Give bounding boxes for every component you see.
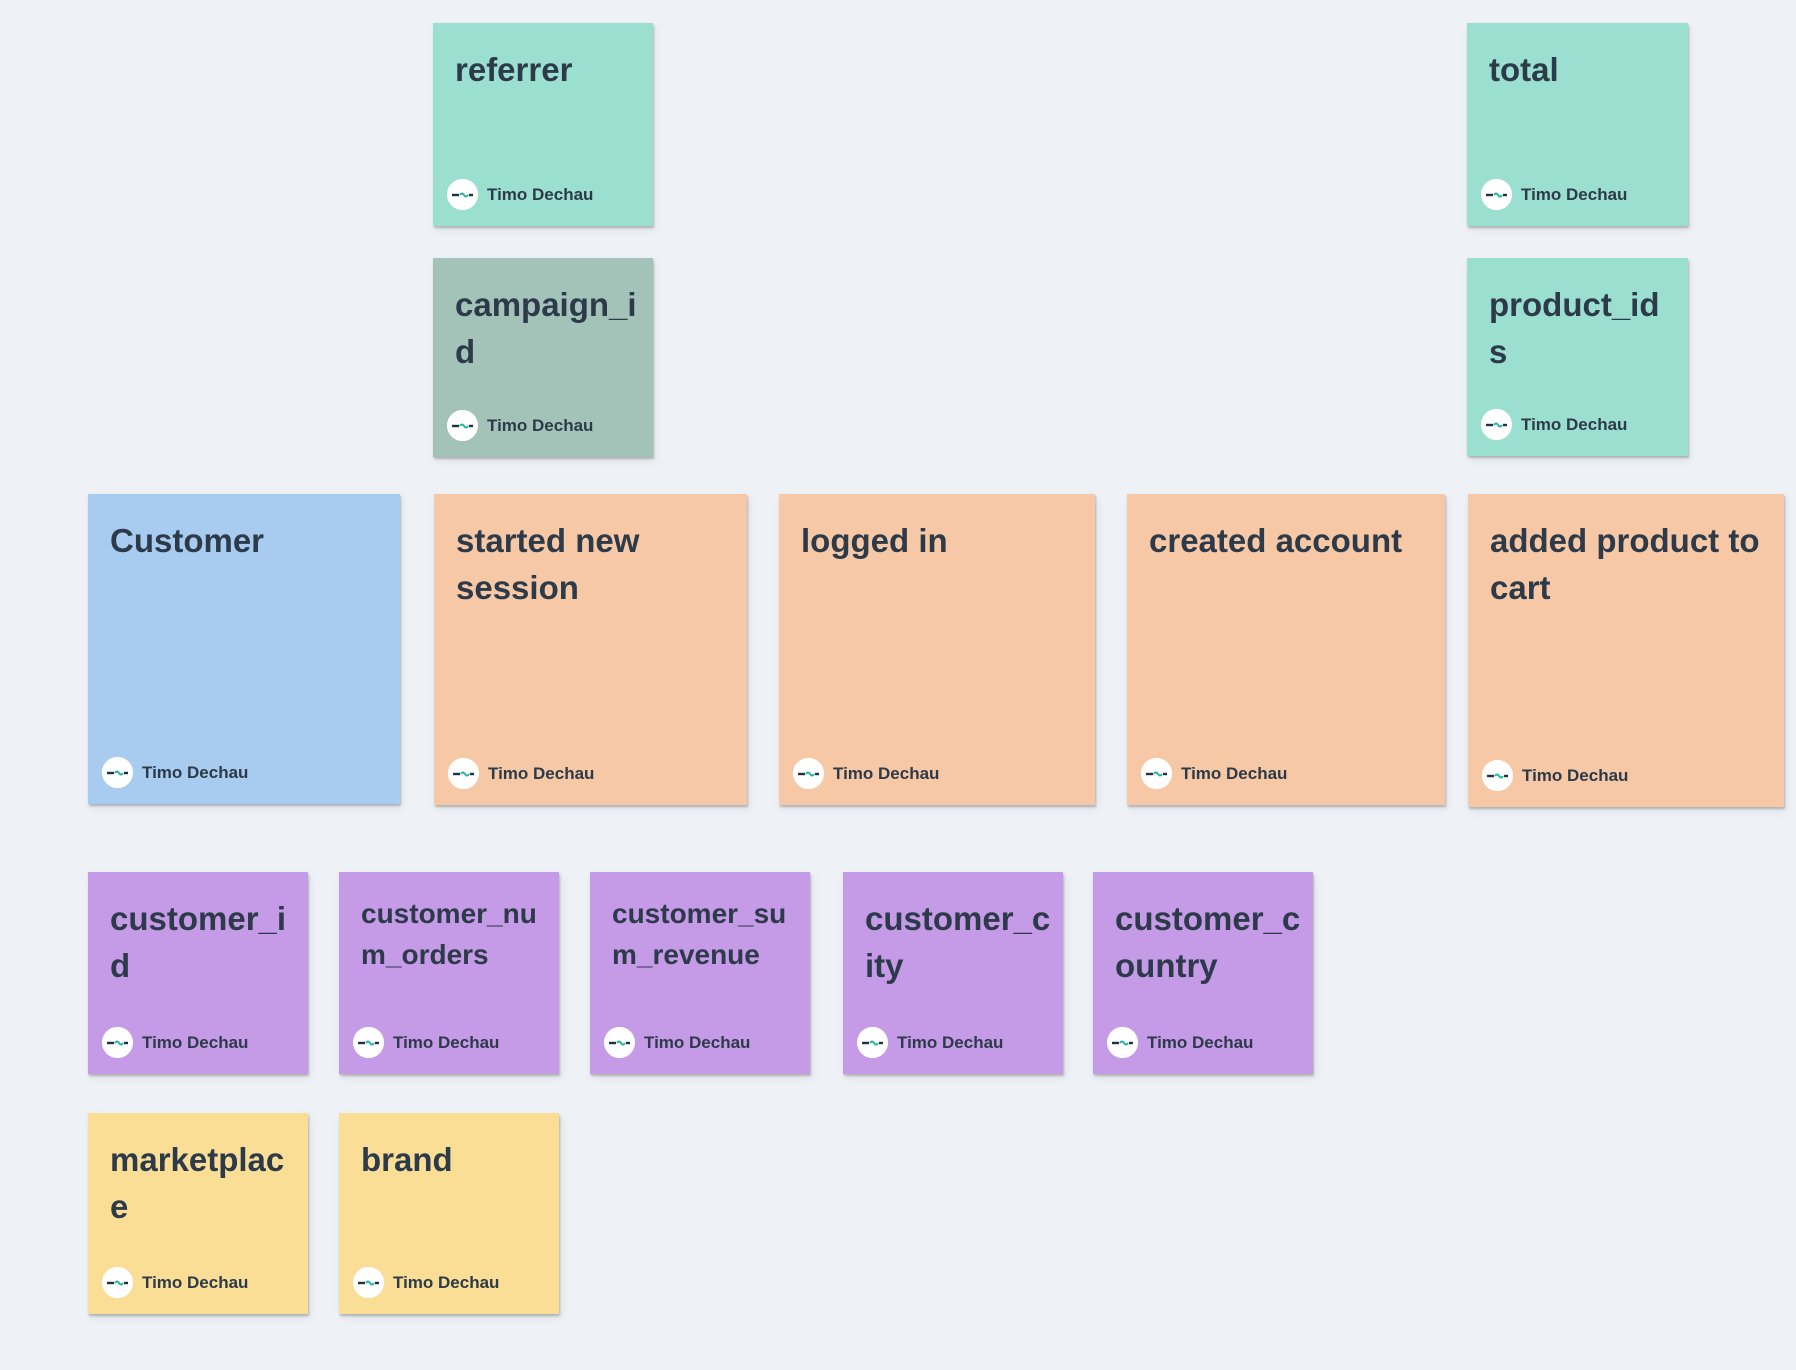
author-name: Timo Dechau — [142, 1272, 249, 1292]
note-label: customer_country — [1115, 900, 1301, 984]
author-name: Timo Dechau — [487, 415, 594, 435]
sticky-note-campaign-id[interactable]: campaign_id Timo Dechau — [433, 258, 653, 457]
note-label: customer_sum_revenue — [612, 898, 787, 970]
note-label: total — [1489, 51, 1559, 88]
author-avatar-icon — [448, 758, 479, 789]
note-author: Timo Dechau — [604, 1027, 750, 1058]
sticky-note-logged-in[interactable]: logged in Timo Dechau — [779, 494, 1095, 805]
author-name: Timo Dechau — [487, 184, 594, 204]
note-label: campaign_id — [455, 286, 637, 370]
note-label: Customer — [110, 522, 265, 559]
author-avatar-icon — [1482, 760, 1513, 791]
note-label: added product to cart — [1490, 522, 1760, 606]
note-label: customer_num_orders — [361, 898, 537, 970]
author-name: Timo Dechau — [142, 762, 249, 782]
sticky-note-customer-num-orders[interactable]: customer_num_orders Timo Dechau — [339, 872, 559, 1074]
author-name: Timo Dechau — [644, 1032, 751, 1052]
note-author: Timo Dechau — [448, 758, 594, 789]
note-author: Timo Dechau — [353, 1267, 499, 1298]
note-author: Timo Dechau — [1481, 179, 1627, 210]
note-label: brand — [361, 1141, 453, 1178]
author-avatar-icon — [102, 1027, 133, 1058]
author-name: Timo Dechau — [1181, 763, 1288, 783]
author-avatar-icon — [857, 1027, 888, 1058]
note-author: Timo Dechau — [1482, 760, 1628, 791]
sticky-note-customer-city[interactable]: customer_city Timo Dechau — [843, 872, 1063, 1074]
note-label: marketplace — [110, 1141, 285, 1225]
note-author: Timo Dechau — [102, 1267, 248, 1298]
author-avatar-icon — [604, 1027, 635, 1058]
sticky-note-added-product-to-cart[interactable]: added product to cart Timo Dechau — [1468, 494, 1784, 807]
author-name: Timo Dechau — [1521, 414, 1628, 434]
author-avatar-icon — [1481, 179, 1512, 210]
author-name: Timo Dechau — [1522, 765, 1629, 785]
author-name: Timo Dechau — [142, 1032, 249, 1052]
author-avatar-icon — [793, 758, 824, 789]
note-label: created account — [1149, 522, 1403, 559]
note-label: started new session — [456, 522, 640, 606]
author-name: Timo Dechau — [897, 1032, 1004, 1052]
author-avatar-icon — [353, 1267, 384, 1298]
author-name: Timo Dechau — [393, 1272, 500, 1292]
author-name: Timo Dechau — [1521, 184, 1628, 204]
sticky-note-started-new-session[interactable]: started new session Timo Dechau — [434, 494, 747, 805]
sticky-note-created-account[interactable]: created account Timo Dechau — [1127, 494, 1445, 805]
note-author: Timo Dechau — [1481, 409, 1627, 440]
author-name: Timo Dechau — [1147, 1032, 1254, 1052]
author-name: Timo Dechau — [833, 763, 940, 783]
note-author: Timo Dechau — [102, 757, 248, 788]
author-avatar-icon — [102, 1267, 133, 1298]
note-label: product_ids — [1489, 286, 1660, 370]
sticky-note-total[interactable]: total Timo Dechau — [1467, 23, 1688, 226]
note-label: customer_id — [110, 900, 287, 984]
note-author: Timo Dechau — [447, 179, 593, 210]
sticky-note-brand[interactable]: brand Timo Dechau — [339, 1113, 559, 1314]
sticky-note-product-ids[interactable]: product_ids Timo Dechau — [1467, 258, 1688, 456]
note-author: Timo Dechau — [1107, 1027, 1253, 1058]
sticky-note-customer[interactable]: Customer Timo Dechau — [88, 494, 400, 804]
author-avatar-icon — [447, 410, 478, 441]
note-author: Timo Dechau — [102, 1027, 248, 1058]
author-name: Timo Dechau — [488, 763, 595, 783]
author-avatar-icon — [1141, 758, 1172, 789]
author-avatar-icon — [1481, 409, 1512, 440]
sticky-note-marketplace[interactable]: marketplace Timo Dechau — [88, 1113, 308, 1314]
sticky-note-customer-id[interactable]: customer_id Timo Dechau — [88, 872, 308, 1074]
sticky-note-customer-country[interactable]: customer_country Timo Dechau — [1093, 872, 1313, 1074]
author-avatar-icon — [102, 757, 133, 788]
note-label: logged in — [801, 522, 948, 559]
author-name: Timo Dechau — [393, 1032, 500, 1052]
note-author: Timo Dechau — [793, 758, 939, 789]
note-label: customer_city — [865, 900, 1051, 984]
note-author: Timo Dechau — [447, 410, 593, 441]
sticky-note-referrer[interactable]: referrer Timo Dechau — [433, 23, 653, 226]
note-author: Timo Dechau — [353, 1027, 499, 1058]
author-avatar-icon — [447, 179, 478, 210]
author-avatar-icon — [1107, 1027, 1138, 1058]
note-author: Timo Dechau — [857, 1027, 1003, 1058]
note-label: referrer — [455, 51, 573, 88]
sticky-note-customer-sum-revenue[interactable]: customer_sum_revenue Timo Dechau — [590, 872, 810, 1074]
author-avatar-icon — [353, 1027, 384, 1058]
note-author: Timo Dechau — [1141, 758, 1287, 789]
